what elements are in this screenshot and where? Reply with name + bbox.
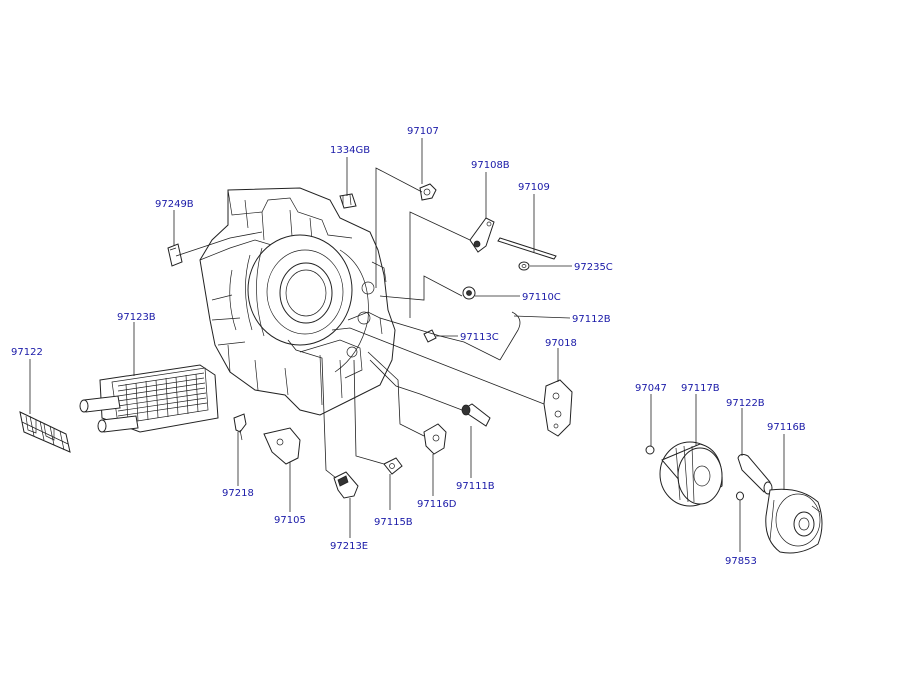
label-97111B[interactable]: 97111B: [456, 481, 495, 492]
label-97110C[interactable]: 97110C: [522, 292, 561, 303]
label-97117B[interactable]: 97117B: [681, 383, 720, 394]
joint-97107: [419, 183, 437, 201]
clip-1334GB: [339, 193, 357, 209]
label-97122B[interactable]: 97122B: [726, 398, 765, 409]
label-97249B[interactable]: 97249B: [155, 199, 194, 210]
label-97018[interactable]: 97018: [545, 338, 577, 349]
lever-97116D: [423, 423, 447, 455]
label-97235C[interactable]: 97235C: [574, 262, 613, 273]
rod-97112B: [499, 311, 521, 361]
label-97116B[interactable]: 97116B: [767, 422, 806, 433]
leader-lines: [29, 138, 785, 552]
seal-97047: [645, 445, 655, 455]
clip-97249B: [167, 243, 183, 267]
label-1334GB[interactable]: 1334GB: [330, 145, 370, 156]
label-97218[interactable]: 97218: [222, 488, 254, 499]
label-97123B[interactable]: 97123B: [117, 312, 156, 323]
seal-97853: [736, 491, 744, 501]
lever-97108B: [469, 217, 495, 253]
label-97109[interactable]: 97109: [518, 182, 550, 193]
rod-97109: [497, 237, 557, 260]
label-97112B[interactable]: 97112B: [572, 314, 611, 325]
label-97113C[interactable]: 97113C: [460, 332, 499, 343]
fan-97117B: [659, 441, 723, 507]
hose-97122B: [737, 453, 773, 495]
heater-core: [79, 364, 219, 433]
grommet-97235C: [518, 261, 530, 271]
heater-housing: [199, 187, 396, 416]
cam-97110C: [462, 286, 476, 300]
label-97213E[interactable]: 97213E: [330, 541, 368, 552]
label-97116D[interactable]: 97116D: [417, 499, 457, 510]
motor-97116B: [765, 488, 823, 554]
part-labels: 1334GB 97107 97108B 97109 97249B 97235C …: [11, 126, 806, 567]
label-97047[interactable]: 97047: [635, 383, 667, 394]
lever-97018: [543, 379, 573, 437]
label-97107[interactable]: 97107: [407, 126, 439, 137]
label-97108B[interactable]: 97108B: [471, 160, 510, 171]
screw-97218: [233, 413, 247, 441]
label-97122[interactable]: 97122: [11, 347, 43, 358]
core-cover: [19, 411, 71, 453]
label-97105[interactable]: 97105: [274, 515, 306, 526]
sensor-97213E: [333, 471, 359, 499]
label-97115B[interactable]: 97115B: [374, 517, 413, 528]
seal-97105: [263, 427, 301, 465]
joint-97115B: [383, 457, 403, 475]
label-97853[interactable]: 97853: [725, 556, 757, 567]
clip-97113C: [423, 329, 437, 343]
actuator-97111B: [461, 403, 491, 427]
